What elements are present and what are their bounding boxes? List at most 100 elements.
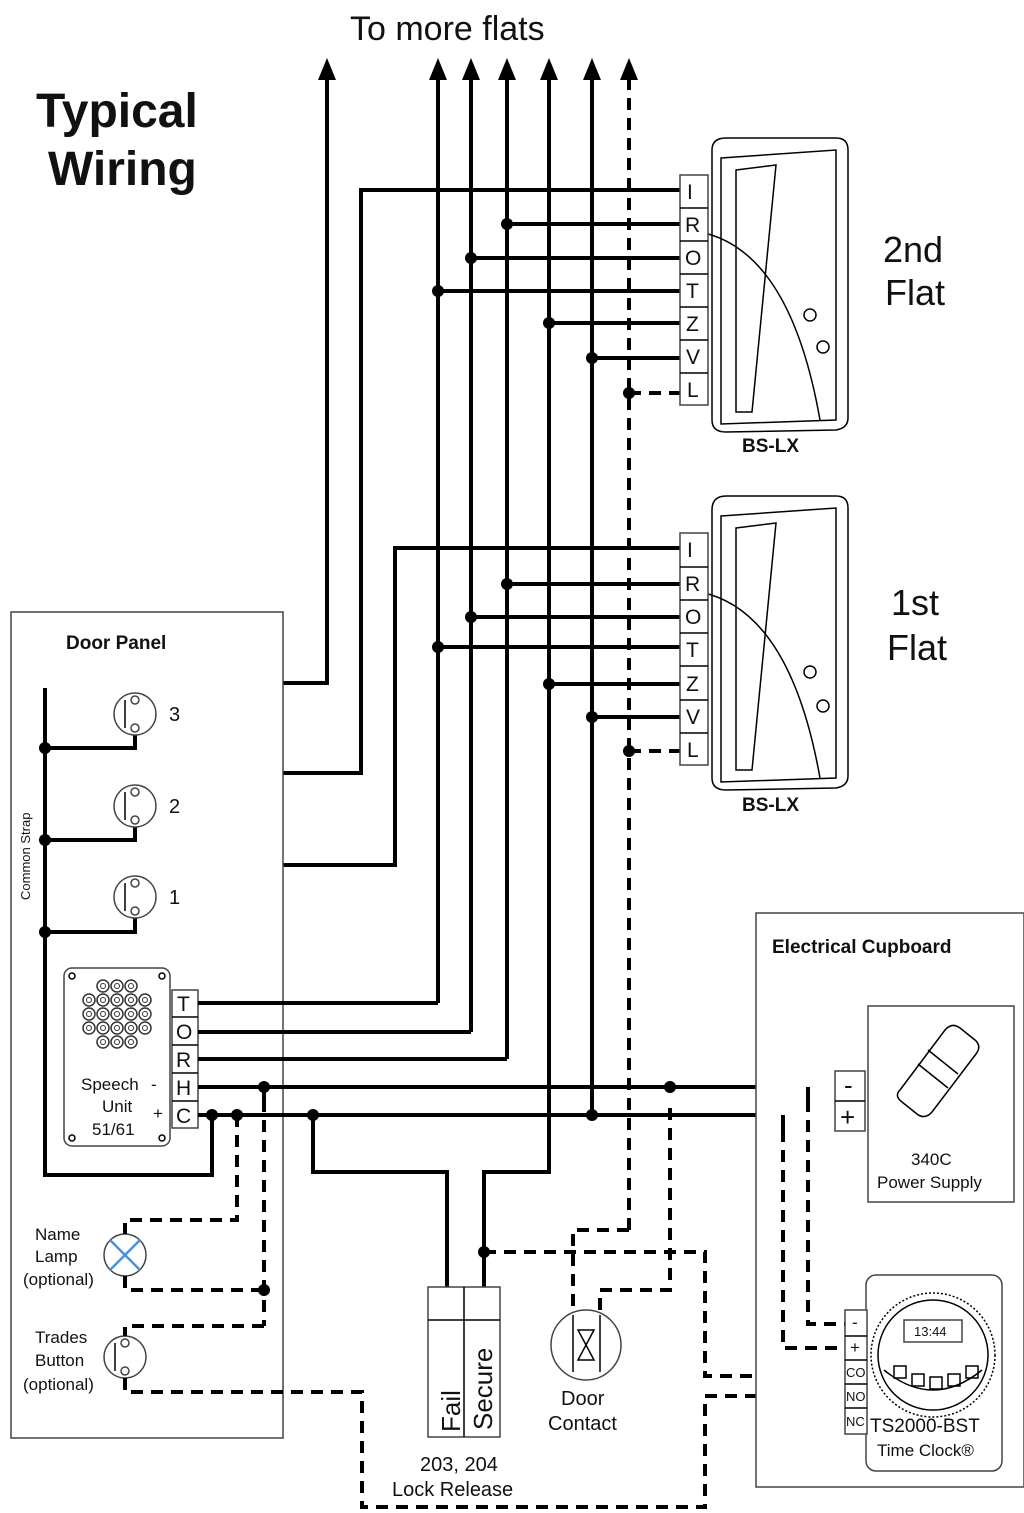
speech-terminal-r: R (176, 1049, 191, 1072)
push-button-3-label: 3 (169, 704, 180, 726)
grille-hole-inner (128, 1025, 134, 1031)
flat-2-terminal-z: Z (686, 313, 699, 336)
flat-2-terminal-block (679, 174, 709, 406)
lock-release-line-2: Lock Release (392, 1479, 513, 1501)
electrical-cupboard-title: Electrical Cupboard (772, 937, 952, 958)
time-clock-display: 13:44 (914, 1324, 947, 1339)
speech-unit-line-3: 51/61 (92, 1120, 135, 1139)
speech-grille (82, 979, 152, 1049)
speech-output-wires (198, 1001, 835, 1121)
grille-hole (82, 1021, 96, 1035)
grille-hole-inner (86, 1011, 92, 1017)
grille-hole (138, 1021, 152, 1035)
grille-hole (110, 1021, 124, 1035)
flat-1-terminal-i: I (687, 539, 693, 562)
optional-dashed-wiring (123, 1087, 835, 1509)
flat-1-unit (699, 495, 849, 791)
flat-2-name-line-2: Flat (885, 272, 945, 313)
grille-hole-inner (100, 1011, 106, 1017)
flat-1-terminal-t: T (686, 639, 699, 662)
time-clock-terminal-no: NO (846, 1389, 866, 1404)
power-supply-plus: + (840, 1102, 855, 1132)
grille-hole (124, 979, 138, 993)
power-supply-minus: - (844, 1070, 853, 1100)
time-clock-dial (870, 1292, 996, 1418)
flat-1-name-line-2: Flat (887, 627, 947, 668)
grille-hole-inner (114, 997, 120, 1003)
grille-hole-inner (142, 1025, 148, 1031)
lock-secure-label: Secure (468, 1348, 498, 1430)
flat-1-model: BS-LX (742, 795, 799, 816)
grille-hole (138, 1007, 152, 1021)
speech-unit-plus: + (153, 1104, 163, 1123)
time-clock-terminal-nc: NC (846, 1414, 865, 1429)
flat-1-terminal-v: V (686, 706, 700, 729)
flat-1-branches (432, 578, 680, 757)
flat-2-terminal-r: R (685, 214, 700, 237)
name-lamp-line-1: Name (35, 1225, 80, 1244)
common-strap-label: Common Strap (18, 813, 33, 900)
flat-2-terminal-t: T (686, 280, 699, 303)
grille-hole-inner (100, 1025, 106, 1031)
grille-hole (96, 1035, 110, 1049)
grille-hole (96, 1007, 110, 1021)
grille-hole-inner (86, 1025, 92, 1031)
grille-hole-inner (128, 1011, 134, 1017)
grille-hole (110, 1007, 124, 1021)
flat-2-terminal-i: I (687, 181, 693, 204)
riser-bus (436, 78, 631, 1230)
door-panel-title: Door Panel (66, 633, 166, 654)
grille-hole-inner (100, 1039, 106, 1045)
grille-hole-inner (142, 1011, 148, 1017)
grille-hole-inner (114, 1025, 120, 1031)
lock-release-body (427, 1286, 501, 1438)
time-clock-terminal-minus: - (852, 1313, 858, 1332)
grille-hole-inner (114, 1039, 120, 1045)
push-button-2 (113, 784, 157, 828)
grille-hole-inner (128, 997, 134, 1003)
flat-2-model: BS-LX (742, 436, 799, 457)
time-clock-line-1: TS2000-BST (870, 1416, 980, 1437)
grille-hole-inner (114, 1011, 120, 1017)
title-line-2: Wiring (48, 143, 197, 196)
flat-2-terminal-o: O (685, 247, 701, 270)
push-button-1 (113, 875, 157, 919)
grille-hole (96, 993, 110, 1007)
name-lamp-line-3: (optional) (23, 1270, 94, 1289)
grille-hole (96, 1021, 110, 1035)
flat-1-terminal-o: O (685, 606, 701, 629)
flat-2-terminal-l: L (687, 379, 699, 402)
trades-button-line-3: (optional) (23, 1375, 94, 1394)
push-button-3 (113, 692, 157, 736)
door-contact-wiring (571, 1100, 672, 1330)
flat-2-branches (432, 218, 680, 399)
grille-hole-inner (128, 983, 134, 989)
push-button-2-label: 2 (169, 796, 180, 818)
speech-terminal-o: O (176, 1021, 192, 1044)
time-clock-terminal-plus: + (850, 1338, 860, 1357)
trades-button-line-1: Trades (35, 1328, 87, 1347)
grille-hole (124, 1021, 138, 1035)
push-button-1-label: 1 (169, 887, 180, 909)
door-contact-symbol (550, 1309, 622, 1381)
grille-hole (138, 993, 152, 1007)
title-line-1: Typical (36, 85, 198, 138)
common-strap-wire (39, 688, 214, 1177)
grille-hole (82, 993, 96, 1007)
speech-terminal-h: H (176, 1077, 191, 1100)
lock-fail-label: Fail (436, 1390, 466, 1432)
grille-hole-inner (128, 1039, 134, 1045)
power-supply-terminals (834, 1070, 866, 1132)
door-contact-line-1: Door (561, 1388, 605, 1410)
flat-2-name-line-1: 2nd (883, 229, 943, 270)
power-supply-line-2: Power Supply (877, 1173, 982, 1192)
name-lamp-line-2: Lamp (35, 1247, 78, 1266)
flat-1-terminal-z: Z (686, 673, 699, 696)
grille-hole (96, 979, 110, 993)
power-supply-symbol (896, 1024, 980, 1118)
flat-1-terminal-r: R (685, 573, 700, 596)
arrow-heads (36, 58, 638, 690)
grille-hole-inner (114, 983, 120, 989)
time-clock-line-2: Time Clock® (877, 1441, 974, 1460)
speech-unit-minus: - (151, 1075, 157, 1094)
